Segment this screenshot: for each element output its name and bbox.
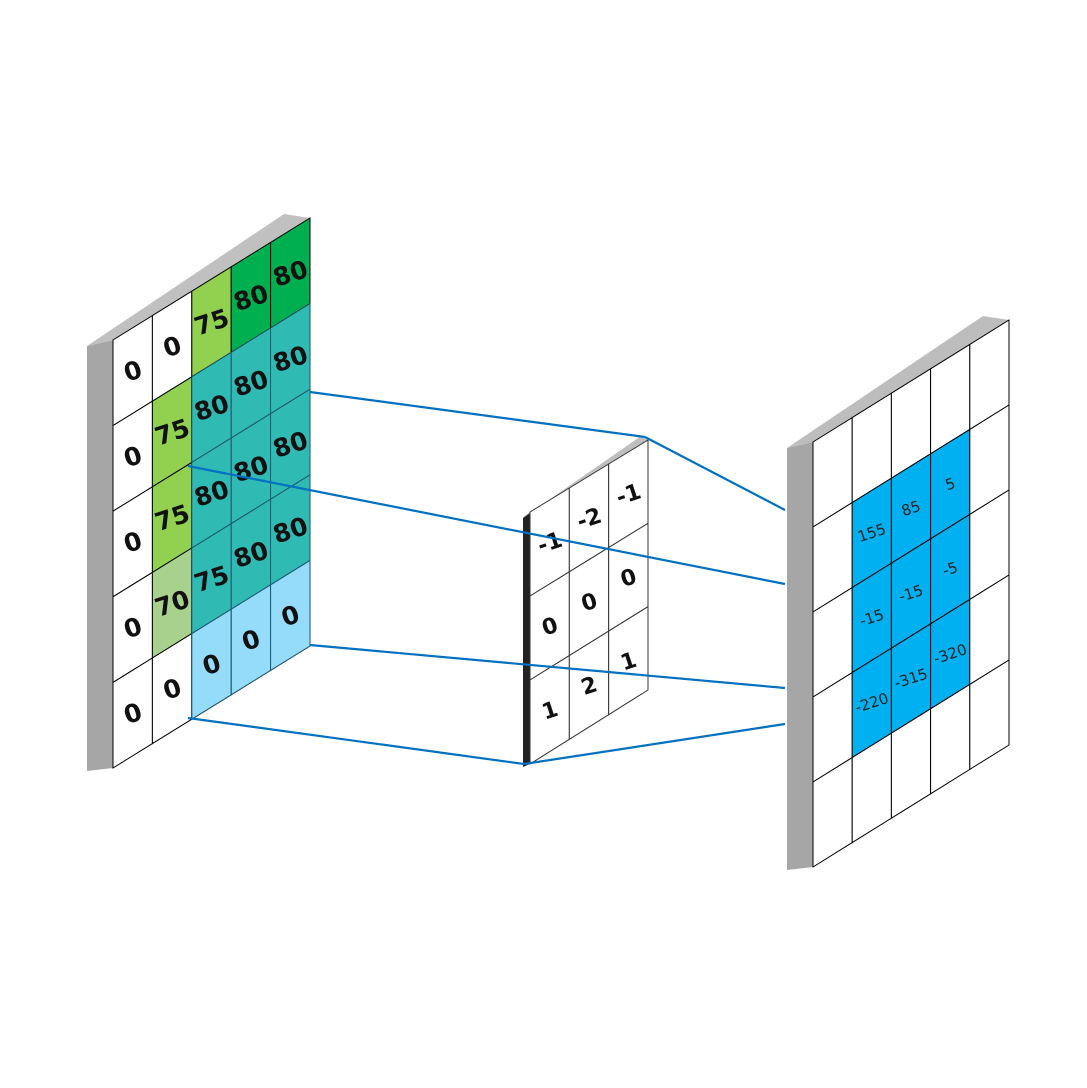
connector-line bbox=[187, 716, 525, 766]
output-value: 85 bbox=[899, 497, 923, 520]
output-value: -5 bbox=[940, 558, 960, 580]
kernel-value: 0 bbox=[578, 589, 600, 618]
kernel-cell bbox=[608, 605, 649, 716]
output-cell bbox=[969, 659, 1010, 771]
output-panel-top bbox=[787, 316, 1009, 448]
output-panel-side bbox=[787, 442, 813, 870]
kernel-value: 2 bbox=[578, 672, 600, 701]
connector-lines bbox=[187, 390, 786, 766]
input-panel-top bbox=[87, 214, 310, 346]
kernel-value: 1 bbox=[618, 648, 640, 677]
connector-line bbox=[523, 722, 786, 766]
connector-line bbox=[309, 390, 646, 439]
kernel-value: 1 bbox=[539, 697, 561, 726]
kernel-value: 0 bbox=[618, 564, 640, 593]
kernel-panel-top bbox=[523, 436, 648, 518]
kernel-panel-side bbox=[523, 512, 530, 767]
kernel-value: 0 bbox=[539, 613, 561, 642]
input-panel-side bbox=[87, 340, 113, 771]
connector-line bbox=[644, 436, 786, 511]
connector-line bbox=[187, 464, 786, 586]
connector-line bbox=[309, 643, 786, 690]
